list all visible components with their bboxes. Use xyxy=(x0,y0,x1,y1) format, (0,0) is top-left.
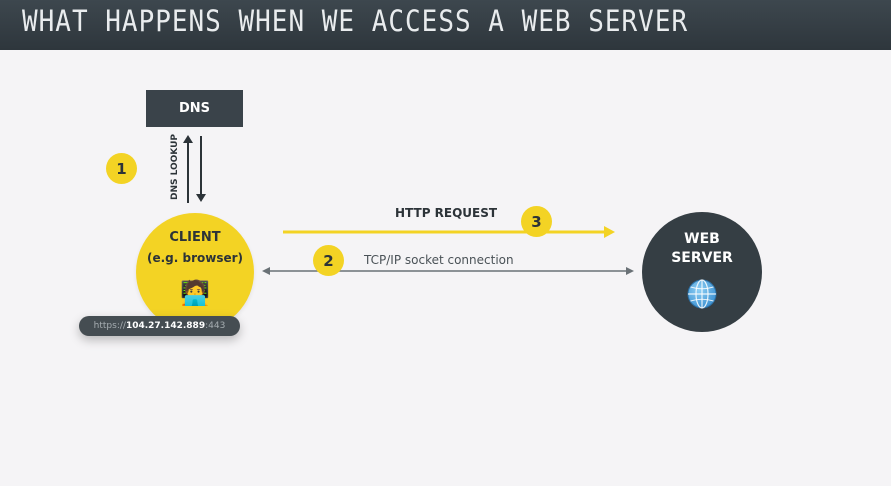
web-server-circle: WEB SERVER xyxy=(642,212,762,332)
http-request-label: HTTP REQUEST xyxy=(395,206,498,220)
url-protocol: https:// xyxy=(93,321,126,331)
url-port: :443 xyxy=(205,321,226,331)
dns-box: DNS xyxy=(146,90,243,127)
step-badge-3: 3 xyxy=(521,206,552,237)
server-title-line2: SERVER xyxy=(671,250,733,266)
dns-lookup-up-arrow xyxy=(183,135,193,203)
server-title: WEB SERVER xyxy=(642,230,762,268)
step-badge-2: 2 xyxy=(313,245,344,276)
url-ip-address: 104.27.142.889 xyxy=(125,321,206,331)
step-badge-1: 1 xyxy=(106,153,137,184)
globe-icon xyxy=(687,279,717,309)
client-subtitle: (e.g. browser) xyxy=(146,251,244,265)
tcp-ip-label: TCP/IP socket connection xyxy=(364,253,514,267)
client-circle: CLIENT (e.g. browser) 🧑‍💻 xyxy=(136,213,254,331)
url-bar: https://104.27.142.889:443 xyxy=(79,316,240,336)
dns-lookup-label: DNS LOOKUP xyxy=(170,133,180,201)
page-title: WHAT HAPPENS WHEN WE ACCESS A WEB SERVER xyxy=(22,5,689,39)
dns-label: DNS xyxy=(178,101,211,116)
dns-lookup-down-arrow xyxy=(196,136,206,202)
http-request-arrow xyxy=(283,226,615,238)
header-bar: WHAT HAPPENS WHEN WE ACCESS A WEB SERVER xyxy=(0,0,891,50)
server-title-line1: WEB xyxy=(684,231,720,247)
technologist-icon: 🧑‍💻 xyxy=(180,279,210,307)
client-title: CLIENT xyxy=(169,230,221,245)
